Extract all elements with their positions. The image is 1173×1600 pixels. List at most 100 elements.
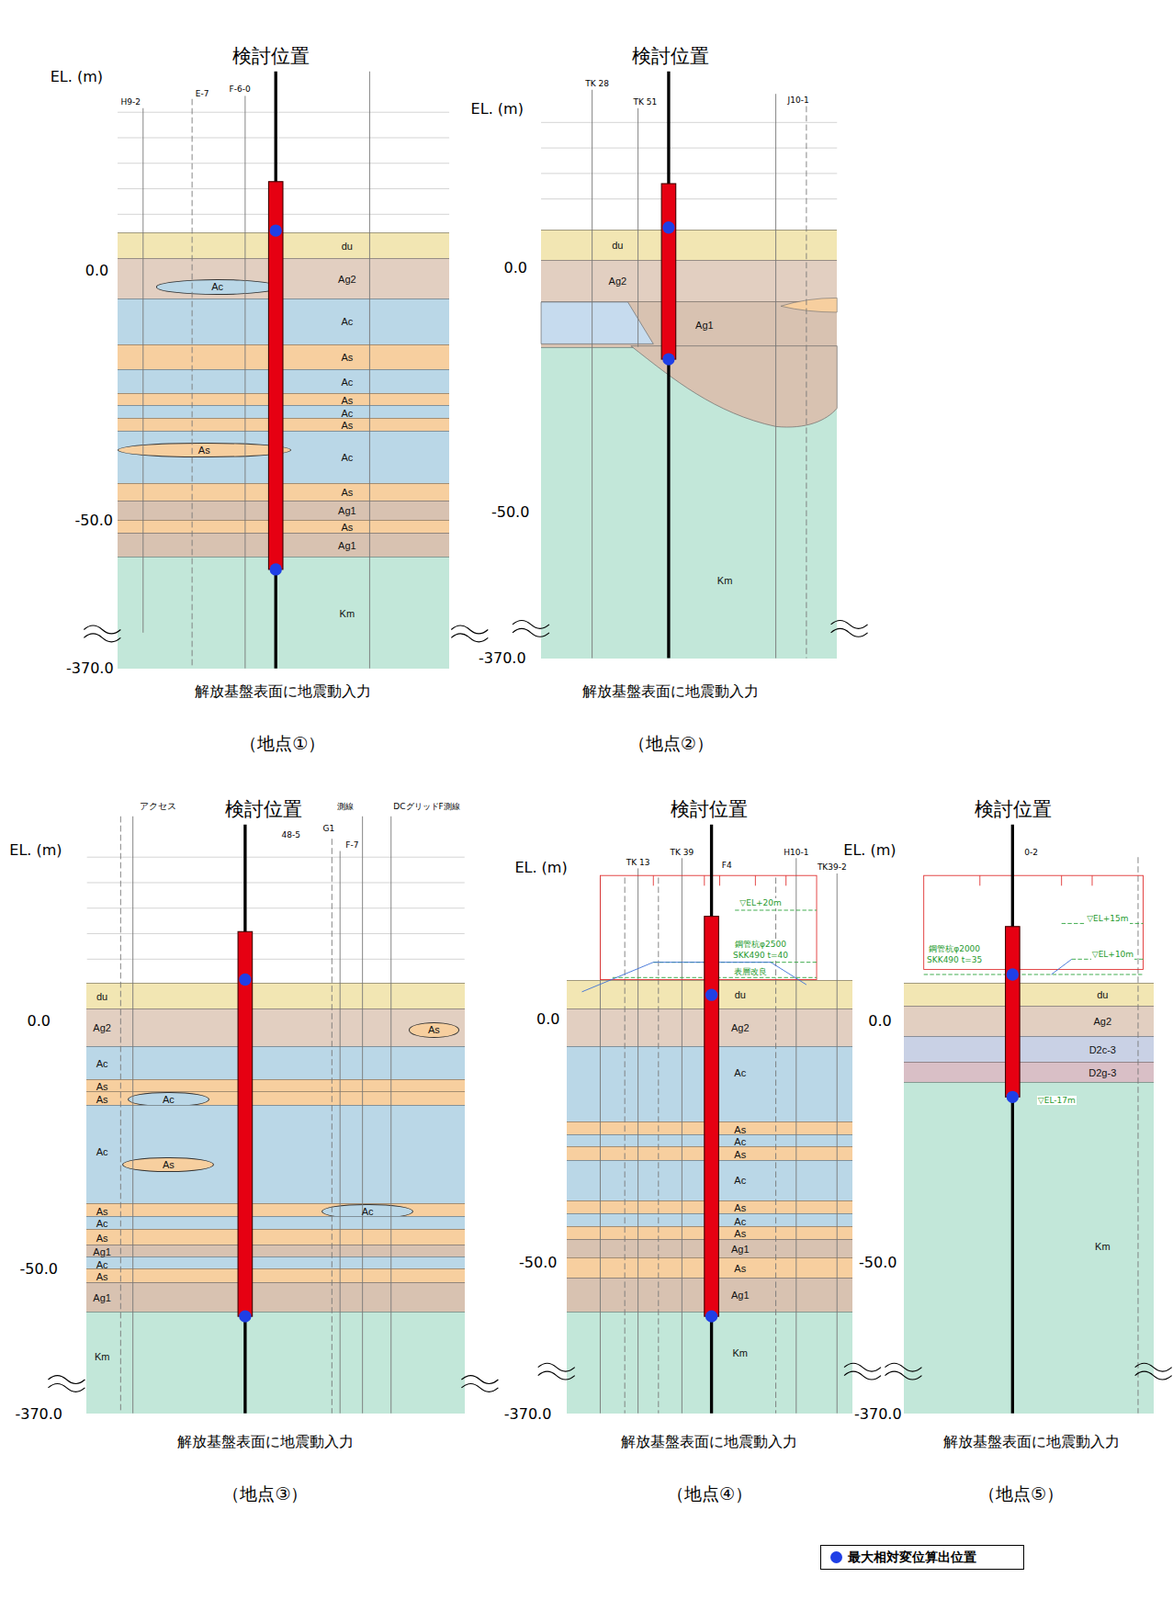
layer-name: Ac [340, 376, 353, 389]
soil-layer-band: Ag1 [86, 1282, 464, 1312]
layer-name: As [162, 1159, 175, 1172]
layer-name: Ag2 [1094, 1015, 1113, 1028]
legend-swatch [830, 1551, 843, 1564]
label: 解放基盤表面に地震動入力 [177, 1432, 354, 1451]
soil-layer-band: Km [86, 1311, 464, 1414]
borehole-label: 測線 [336, 801, 355, 813]
layer-name: Ac [96, 1058, 109, 1071]
layer-name: Ag2 [731, 1022, 750, 1035]
soil-layer-band: As [86, 1268, 464, 1284]
layer-name: As [428, 1024, 440, 1037]
soil-layer-band: Km [117, 556, 450, 669]
borehole-label: 48-5 [281, 830, 302, 841]
layer-name: Km [717, 575, 734, 587]
layer-name: Ac [733, 1067, 746, 1080]
soil-lens: As [122, 1157, 215, 1173]
borehole-label: DCグリッドF測線 [392, 801, 461, 813]
soil-layer-band: As Ac [86, 1091, 464, 1106]
annotation-label: ▽EL+20m [738, 898, 782, 909]
label: -50.0 [518, 1253, 557, 1272]
layer-name: As [340, 394, 353, 407]
layer-name: As [96, 1094, 109, 1106]
layer-name: As [96, 1206, 109, 1219]
label: 解放基盤表面に地震動入力 [582, 682, 759, 700]
layer-name: Ag2 [338, 273, 357, 286]
borehole-label: F-7 [344, 840, 360, 851]
borehole-label: H9-2 [120, 97, 142, 108]
annotation-label: 鋼管杭φ2500 [733, 939, 788, 950]
borehole-label: F-6-0 [228, 84, 252, 95]
annotation-label: ▽EL+10m [1091, 949, 1135, 960]
label: （地点③） [222, 1483, 308, 1505]
layer-name: Ac [733, 1216, 746, 1229]
layer-name: As [733, 1124, 746, 1137]
soil-layer-band: Ag2 [903, 1005, 1154, 1037]
borehole-label: F4 [721, 860, 734, 871]
soil-layer-band: du [86, 982, 464, 1009]
borehole-label: 0-2 [1023, 847, 1039, 858]
soil-layer-band: AcAs [86, 1105, 464, 1206]
soil-layer-band: Ag2 As [86, 1008, 464, 1047]
label: EL. (m) [843, 841, 896, 859]
layer-name: As [96, 1232, 109, 1245]
annotation-label: 鋼管杭φ2000 [927, 944, 982, 955]
label: 検討位置 [232, 45, 310, 68]
borehole-label: E-7 [194, 89, 211, 100]
borehole-label: TK 13 [625, 857, 652, 869]
layer-name: Ac [96, 1259, 109, 1272]
label: 解放基盤表面に地震動入力 [194, 682, 372, 700]
annotation-label: 表層改良 [733, 967, 768, 978]
label: -370.0 [854, 1405, 903, 1423]
annotation-label: ▽EL+15m [1085, 913, 1129, 925]
layer-name: Ac [340, 407, 353, 420]
borehole-label: TK 39 [669, 847, 696, 858]
layer-name: As [733, 1263, 746, 1275]
label: 検討位置 [225, 798, 303, 822]
layer-name: Km [94, 1351, 111, 1364]
label: -370.0 [504, 1405, 553, 1423]
label: -50.0 [20, 1260, 58, 1278]
label: -370.0 [66, 659, 114, 677]
annotation-label: SKK490 t=40 [732, 950, 790, 961]
label: 0.0 [85, 261, 109, 280]
layer-name: Ag1 [338, 540, 357, 553]
layer-name: As [198, 444, 211, 457]
soil-layer-band: D2g-3 [903, 1061, 1154, 1083]
layer-name: Ag1 [731, 1243, 750, 1256]
annotation-label: SKK490 t=35 [925, 955, 983, 966]
borehole-label: J10-1 [787, 95, 811, 106]
layer-name: Ac [96, 1218, 109, 1230]
label: 0.0 [536, 1010, 560, 1028]
soil-layer-band: Ac [86, 1216, 464, 1231]
label: EL. (m) [514, 858, 567, 877]
borehole-label: TK 51 [632, 97, 659, 108]
layer-name: As [340, 351, 353, 364]
soil-layer-band: du [541, 229, 837, 260]
soil-layer-band: Km [566, 1311, 853, 1414]
label: -50.0 [491, 503, 530, 521]
layer-name: du [1096, 989, 1108, 1002]
layer-name: Ac [162, 1094, 175, 1106]
legend-box: 最大相対変位算出位置 [820, 1545, 1025, 1570]
layer-name: D2c-3 [1089, 1044, 1117, 1057]
layer-name: As [340, 486, 353, 499]
layer-name: As [340, 419, 353, 432]
layer-name: Ag1 [338, 505, 357, 518]
label: （地点①） [239, 733, 326, 755]
layer-name: Km [733, 1347, 749, 1360]
borehole-label: G1 [322, 823, 337, 835]
label: 検討位置 [670, 798, 748, 822]
layer-name: Km [339, 608, 356, 621]
layer-name: du [96, 991, 108, 1004]
label: -50.0 [858, 1253, 897, 1272]
layer-name: As [96, 1081, 109, 1094]
label: 検討位置 [974, 798, 1052, 822]
soil-layer-band: du [903, 982, 1154, 1005]
layer-name: Ag1 [92, 1246, 112, 1259]
layer-name: Ag2 [609, 275, 628, 288]
soil-lens: Ac [156, 279, 279, 295]
layer-name: As [96, 1271, 109, 1284]
label: （地点④） [666, 1483, 753, 1505]
layer-name: Ag2 [92, 1022, 112, 1035]
